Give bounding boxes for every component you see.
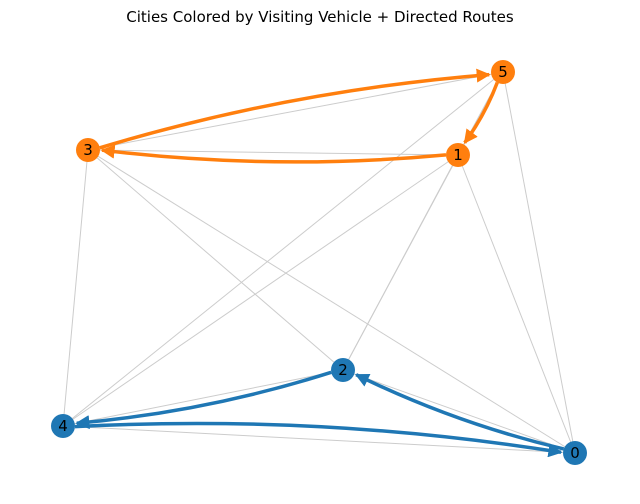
node-label-1: 1 bbox=[453, 146, 463, 164]
edge-0-2 bbox=[342, 369, 576, 454]
node-label-0: 0 bbox=[570, 444, 580, 462]
chart-title: Cities Colored by Visiting Vehicle + Dir… bbox=[126, 8, 514, 26]
route-arrow-2-4 bbox=[75, 370, 332, 430]
edges-layer bbox=[62, 71, 576, 454]
edge-0-3 bbox=[87, 149, 576, 454]
edge-4-5 bbox=[62, 71, 504, 427]
edge-3-5 bbox=[87, 71, 504, 151]
route-arrow-1-3 bbox=[100, 144, 447, 164]
node-5 bbox=[491, 60, 515, 84]
node-label-5: 5 bbox=[498, 63, 508, 81]
node-3 bbox=[76, 138, 100, 162]
edge-1-3 bbox=[87, 149, 459, 156]
route-arrow-0-2 bbox=[354, 373, 565, 451]
edge-0-5 bbox=[502, 71, 576, 454]
node-1 bbox=[446, 143, 470, 167]
edge-0-1 bbox=[457, 154, 576, 454]
edge-2-4 bbox=[62, 369, 344, 427]
nodes-layer: 0 1 2 3 4 5 bbox=[51, 60, 587, 465]
node-label-4: 4 bbox=[58, 417, 68, 435]
route-arrow-5-1 bbox=[463, 81, 499, 144]
route-arrow-3-5 bbox=[99, 68, 491, 150]
node-label-3: 3 bbox=[83, 141, 93, 159]
edge-2-5 bbox=[342, 71, 504, 371]
routes-layer bbox=[74, 68, 565, 458]
node-4 bbox=[51, 414, 75, 438]
route-arrow-4-0 bbox=[74, 421, 563, 458]
edge-3-4 bbox=[62, 149, 89, 427]
edge-1-4 bbox=[62, 154, 459, 427]
node-2 bbox=[331, 358, 355, 382]
node-label-2: 2 bbox=[338, 361, 348, 379]
edge-0-4 bbox=[62, 425, 576, 454]
edge-2-3 bbox=[87, 149, 344, 371]
node-0 bbox=[563, 441, 587, 465]
